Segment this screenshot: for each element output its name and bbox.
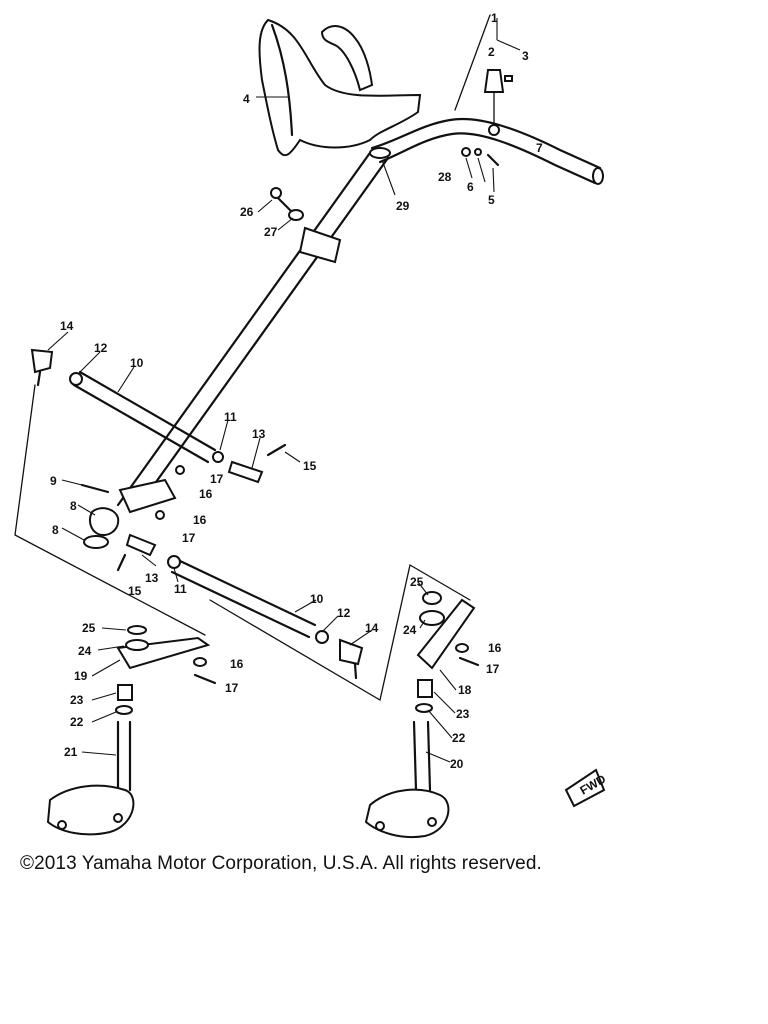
callout-26: 26: [240, 205, 254, 219]
steering-column: [116, 147, 391, 512]
callout-11-upper: 11: [224, 410, 237, 424]
callout-28: 28: [438, 170, 452, 184]
callout-7: 8: [70, 499, 77, 513]
callout-17-c: 17: [225, 681, 239, 695]
callout-11-lower: 11: [174, 582, 187, 596]
callout-10-upper: 10: [130, 356, 144, 370]
copyright-notice: ©2013 Yamaha Motor Corporation, U.S.A. A…: [20, 853, 542, 874]
callout-20: 20: [450, 757, 464, 771]
callout-24-right: 24: [403, 623, 417, 637]
spindle-left: [46, 684, 135, 836]
callout-14-left: 14: [60, 319, 74, 333]
callout-27: 27: [264, 225, 278, 239]
knuckle-arm-left: [116, 625, 217, 685]
callout-13-upper: 13: [252, 427, 266, 441]
callout-17-a: 17: [210, 472, 224, 486]
throttle-lever: [483, 69, 513, 136]
callout-4: 4: [243, 92, 250, 106]
callout-16-a: 16: [199, 487, 213, 501]
pitman-arm: [80, 443, 287, 572]
callout-16-b: 16: [193, 513, 207, 527]
steering-exploded-diagram: FWD: [14, 11, 608, 838]
callout-17-d: 17: [486, 662, 500, 676]
callout-17-b: 17: [182, 531, 196, 545]
frame-outline: [14, 384, 471, 702]
fwd-arrow-icon: FWD: [564, 768, 608, 808]
callout-8-upper: 7: [536, 141, 543, 155]
callout-15-lower: 15: [128, 584, 142, 598]
callout-29: 29: [396, 199, 410, 213]
handlebar-clamp-hardware: [461, 147, 500, 167]
callout-16-c: 16: [230, 657, 244, 671]
callout-23-left: 23: [70, 693, 84, 707]
callout-19: 19: [74, 669, 88, 683]
callout-12-lower: 12: [337, 606, 351, 620]
callout-24-left: 24: [78, 644, 92, 658]
handlebar-pad: [258, 18, 422, 157]
handlebar: [370, 14, 604, 185]
callout-18: 18: [458, 683, 472, 697]
callout-25-left: 25: [82, 621, 96, 635]
callout-12-upper: 12: [94, 341, 108, 355]
callout-6: 6: [467, 180, 474, 194]
callout-1: 1: [491, 11, 498, 25]
tie-rod-left: [30, 348, 224, 464]
callout-15-upper: 15: [303, 459, 317, 473]
callout-14-right: 14: [365, 621, 379, 635]
callout-16-d: 16: [488, 641, 502, 655]
callout-labels: 1 2 3 4 5 6 7 8 8 9 10 10 11 11 12 12 13…: [50, 11, 543, 771]
spindle-right: [364, 679, 450, 838]
callout-22-right: 22: [452, 731, 466, 745]
callout-8-lower: 8: [52, 523, 59, 537]
callout-3: 3: [522, 49, 529, 63]
tie-rod-right: [167, 555, 364, 680]
callout-25-right: 25: [410, 575, 424, 589]
callout-10-lower: 10: [310, 592, 324, 606]
callout-5: 5: [488, 193, 495, 207]
knuckle-arm-right: [416, 591, 480, 670]
callout-21: 21: [64, 745, 78, 759]
callout-9: 9: [50, 474, 57, 488]
callout-22-left: 22: [70, 715, 84, 729]
leader-lines: [47, 18, 521, 763]
callout-2: 2: [488, 45, 495, 59]
callout-13-lower: 13: [145, 571, 159, 585]
callout-23-right: 23: [456, 707, 470, 721]
bolt-washer-26-27: [270, 187, 304, 221]
